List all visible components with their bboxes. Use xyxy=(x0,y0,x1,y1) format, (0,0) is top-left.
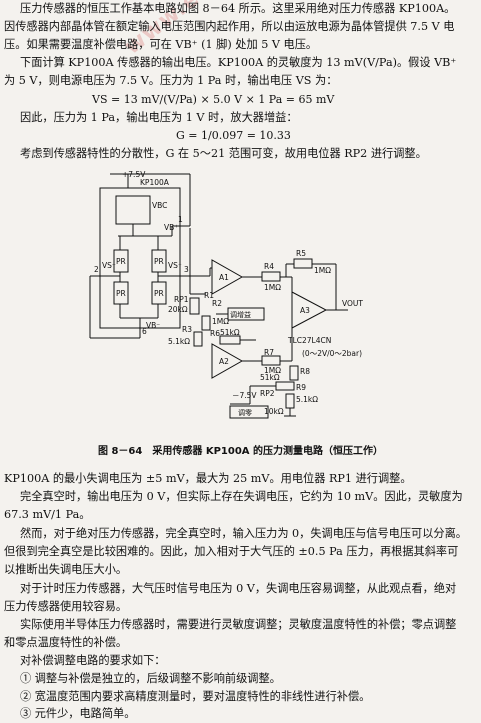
r4-resistor xyxy=(261,271,281,282)
site-watermark xyxy=(285,697,475,721)
vb-plus-label: VB⁺ xyxy=(164,223,178,232)
a2-label: A2 xyxy=(219,357,229,366)
r7-label: R7 xyxy=(264,348,274,357)
text-line: 然而，对于绝对压力传感器，完全真空时，输入压力为 0，失调电压与信号电压可以分离… xyxy=(20,527,467,540)
v75-top-label: +7.5V xyxy=(122,170,146,179)
kp100a-label: KP100A xyxy=(140,178,170,187)
text-line: 压力传感器使用较容易。 xyxy=(4,600,128,613)
text-line: 以推断出失调电压大小。 xyxy=(4,563,128,576)
list-item: ① 调整与补偿是独立的，后级调整不影响前级调整。 xyxy=(20,672,281,685)
text-line: 因传感器内部晶体管在额定输入电压范围内起作用，所以由运放电源为晶体管提供 7.5… xyxy=(4,20,455,33)
r3-resistor xyxy=(193,331,203,347)
r5-label: R5 xyxy=(296,249,306,258)
pin1-label: 1 xyxy=(178,215,183,224)
r4-label: R4 xyxy=(264,262,274,271)
pr4-label: PR xyxy=(154,289,164,298)
r1-label: R1 xyxy=(204,291,214,300)
vs-minus-label: VS⁻ xyxy=(102,261,116,270)
opamp-a1 xyxy=(211,259,244,295)
tlc-label: TLC27L4CN xyxy=(287,336,331,345)
a1-label: A1 xyxy=(219,273,229,282)
pr-resistor-1 xyxy=(113,249,129,273)
text-line: 压。如果需要温度补偿电路，可在 VB⁺ (1 脚) 处加 5 V 电压。 xyxy=(4,38,318,51)
rp1-pot xyxy=(189,297,200,315)
range-label: (0～2V/0～2bar) xyxy=(302,349,362,358)
pr-resistor-3 xyxy=(113,281,129,305)
text-line: 对于计时压力传感器，大气压时信号电压为 0 V，失调电压容易调整，从此观点看，绝… xyxy=(20,582,457,595)
r2-val: 1MΩ xyxy=(212,317,229,326)
r6-val: 51kΩ xyxy=(220,328,240,337)
opamp-a3 xyxy=(291,291,328,329)
vs-plus-label: VS⁺ xyxy=(168,261,182,270)
text-line: 和零点温度特性的补偿。 xyxy=(4,636,128,649)
r8-val: 51kΩ xyxy=(260,373,280,382)
text-line: 实际使用半导体压力传感器时，需要进行灵敏度调整；灵敏度温度特性的补偿；零点调整 xyxy=(20,618,457,631)
transistor-block xyxy=(115,195,151,225)
vb-minus-label: VB⁻ xyxy=(146,321,160,330)
zero-adj-tag xyxy=(229,405,269,419)
r9-resistor xyxy=(275,381,295,391)
text-line: 完全真空时，输出电压为 0 V，但实际上存在失调电压，它约为 10 mV。因此，… xyxy=(20,490,463,503)
circuit-schematic: +7.5V KP100A VBC VB⁺ 1 2 3 6 VS⁻ VS⁺ VB⁻… xyxy=(89,170,363,419)
rp1-label: RP1 xyxy=(174,295,189,304)
a3-label: A3 xyxy=(300,306,310,315)
opamp-a2 xyxy=(211,343,244,379)
r6-label: R6 xyxy=(210,329,220,338)
v75-neg-label: －7.5V xyxy=(232,391,257,400)
gain-adj-label: 调增益 xyxy=(230,310,251,319)
rp1-val: 20kΩ xyxy=(168,305,188,314)
r2-label: R2 xyxy=(212,299,222,308)
text-line: 压力传感器的恒压工作基本电路如图 8－64 所示。这里采用绝对压力传感器 KP1… xyxy=(20,2,456,15)
list-item: ③ 元件少，电路简单。 xyxy=(20,707,136,720)
r7-resistor xyxy=(261,355,281,366)
vout-label: VOUT xyxy=(342,299,363,308)
pin6-label: 6 xyxy=(142,327,147,336)
figure-caption: 图 8－64 采用传感器 KP100A 的压力测量电路（恒压工作） xyxy=(97,446,383,457)
r4-val: 1MΩ xyxy=(264,283,281,292)
zero-adj-label: 调零 xyxy=(238,408,252,417)
list-item: ② 宽温度范围内要求高精度测量时，要对温度特性的非线性进行补偿。 xyxy=(20,690,371,703)
pr1-label: PR xyxy=(116,257,126,266)
rp2-pot xyxy=(285,393,295,409)
r8-resistor xyxy=(289,365,299,381)
rp2-label: RP2 xyxy=(260,389,275,398)
r3-val: 5.1kΩ xyxy=(168,337,190,346)
text-line: 考虑到传感器特性的分散性，G 在 5～21 范围可变，故用电位器 RP2 进行调… xyxy=(20,147,427,160)
r9-val: 5.1kΩ xyxy=(296,395,318,404)
r6-resistor xyxy=(219,335,241,345)
pr-resistor-4 xyxy=(151,281,167,305)
pin3-label: 3 xyxy=(184,265,189,274)
pr2-label: PR xyxy=(154,257,164,266)
text-line: 下面计算 KP100A 传感器的输出电压。KP100A 的灵敏度为 13 mV(… xyxy=(20,56,457,69)
r2-resistor xyxy=(201,315,211,331)
r3-label: R3 xyxy=(182,325,192,334)
rp2-val: 10kΩ xyxy=(264,407,284,416)
text-line: KP100A 的最小失调电压为 ±5 mV，最大为 25 mV。用电位器 RP1… xyxy=(4,472,412,485)
r7-val: 1MΩ xyxy=(264,366,281,375)
r8-label: R8 xyxy=(300,367,310,376)
text-line: 对补偿调整电路的要求如下： xyxy=(20,654,166,667)
text-line: 但很到完全真空是比较困难的。因此，加入相对于大气压的 ±0.5 Pa 压力，再根… xyxy=(4,545,459,558)
formula-gain: G = 1/0.097 = 10.33 xyxy=(176,129,291,142)
r9-label: R9 xyxy=(296,383,306,392)
pr-resistor-2 xyxy=(151,249,167,273)
text-line: 67.3 mV/1 Pa。 xyxy=(4,508,91,521)
text-line: 因此，压力为 1 Pa，输出电压为 1 V 时，放大器增益： xyxy=(20,111,298,124)
vbc-label: VBC xyxy=(152,201,167,210)
text-line: 为 5 V，则电源电压为 7.5 V。压力为 1 Pa 时，输出电压 VS 为： xyxy=(4,74,338,87)
r5-resistor xyxy=(293,258,313,269)
r5-val: 1MΩ xyxy=(314,266,331,275)
pin2-label: 2 xyxy=(94,265,99,274)
formula-vs: VS = 13 mV/(V/Pa) × 5.0 V × 1 Pa = 65 mV xyxy=(92,93,335,106)
pr3-label: PR xyxy=(116,289,126,298)
